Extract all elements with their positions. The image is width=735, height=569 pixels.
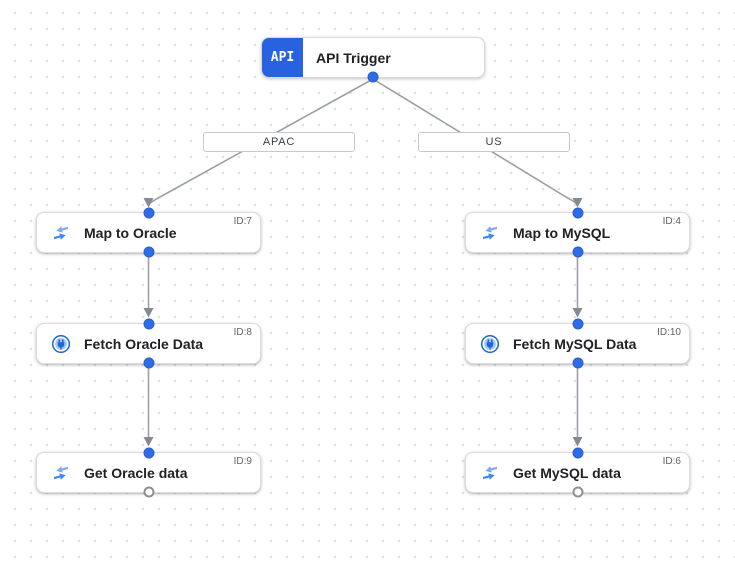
- data-mapping-icon: [480, 223, 500, 243]
- api-badge-icon: API: [262, 38, 303, 77]
- connector-icon: [480, 334, 500, 354]
- node-fetch-oracle-data[interactable]: ID:8 Fetch Oracle Data: [36, 318, 261, 369]
- input-port[interactable]: [572, 207, 583, 219]
- trigger-label: API Trigger: [316, 49, 391, 66]
- output-port-open[interactable]: [143, 486, 154, 498]
- output-port[interactable]: [572, 357, 583, 369]
- node-label: Get Oracle data: [84, 464, 188, 481]
- input-port[interactable]: [572, 318, 583, 330]
- node-map-to-mysql[interactable]: ID:4 Map to MySQL: [465, 207, 690, 258]
- node-id-badge: ID:6: [662, 456, 681, 467]
- output-port[interactable]: [143, 246, 154, 258]
- node-fetch-mysql-data[interactable]: ID:10 Fetch MySQL Data: [465, 318, 690, 369]
- input-port[interactable]: [143, 318, 154, 330]
- node-label: Fetch MySQL Data: [513, 335, 637, 352]
- output-port-open[interactable]: [572, 486, 583, 498]
- output-port[interactable]: [572, 246, 583, 258]
- node-label: Get MySQL data: [513, 464, 621, 481]
- input-port[interactable]: [143, 207, 154, 219]
- node-get-oracle-data[interactable]: ID:9 Get Oracle data: [36, 447, 261, 498]
- data-mapping-icon: [480, 463, 500, 483]
- node-id-badge: ID:10: [657, 327, 681, 338]
- node-api-trigger[interactable]: API API Trigger: [261, 37, 485, 83]
- input-port[interactable]: [143, 447, 154, 459]
- node-label: Map to Oracle: [84, 224, 177, 241]
- node-id-badge: ID:7: [233, 216, 252, 227]
- node-id-badge: ID:4: [662, 216, 681, 227]
- node-label: Fetch Oracle Data: [84, 335, 204, 352]
- node-id-badge: ID:8: [233, 327, 252, 338]
- branch-label-us[interactable]: US: [418, 132, 570, 152]
- node-label: Map to MySQL: [513, 224, 611, 241]
- branch-label-apac[interactable]: APAC: [203, 132, 355, 152]
- node-get-mysql-data[interactable]: ID:6 Get MySQL data: [465, 447, 690, 498]
- node-id-badge: ID:9: [233, 456, 252, 467]
- connector-icon: [51, 334, 71, 354]
- data-mapping-icon: [51, 223, 71, 243]
- input-port[interactable]: [572, 447, 583, 459]
- output-port[interactable]: [367, 71, 379, 83]
- node-map-to-oracle[interactable]: ID:7 Map to Oracle: [36, 207, 261, 258]
- data-mapping-icon: [51, 463, 71, 483]
- output-port[interactable]: [143, 357, 154, 369]
